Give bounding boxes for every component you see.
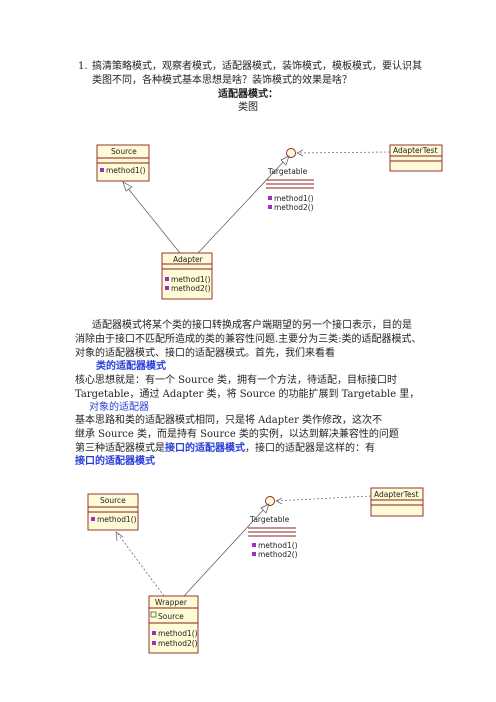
wrapper-class-box: Wrapper Source method1() method2() xyxy=(148,595,199,654)
source-method: method1() xyxy=(106,166,146,175)
question-line-2: 类图不同，各种模式基本思想是啥？装饰模式的效果是啥？ xyxy=(92,75,352,86)
realization-arrowhead-2 xyxy=(260,503,270,514)
adapter-test-name: AdapterTest xyxy=(393,146,438,155)
paragraph1-line3: 对象的适配器模式、接口的适配器模式。首先，我们来看看 xyxy=(75,348,335,359)
targetable-name-2: Targetable xyxy=(249,515,290,524)
adapter-class-name: Adapter xyxy=(173,255,204,264)
realization-line-2 xyxy=(183,506,267,597)
wrapper-attribute: Source xyxy=(158,612,184,621)
wrapper-method-1: method1() xyxy=(158,629,198,638)
association-line xyxy=(117,533,165,597)
source-class-box-2: Source method1() xyxy=(87,493,139,531)
paragraph1-line1: 适配器模式将某个类的接口转换成客户端期望的另一个接口表示，目的是 xyxy=(92,320,412,331)
method-icon xyxy=(152,641,156,645)
question-number: 1. xyxy=(78,61,88,72)
paragraph3-line1: 基本思路和类的适配器模式相同，只是将 Adapter 类作修改，这次不 xyxy=(75,415,383,426)
method-icon xyxy=(100,168,104,172)
paragraph3-line3: 第三种适配器模式是接口的适配器模式，接口的适配器是这样的：有 xyxy=(75,442,375,456)
wrapper-class-name: Wrapper xyxy=(155,598,188,607)
paragraph2-line2: Targetable，通过 Adapter 类，将 Source 的功能扩展到 … xyxy=(75,389,420,400)
dependency-arrowhead-2 xyxy=(275,497,283,505)
method-icon xyxy=(268,196,272,200)
dependency-line xyxy=(296,151,391,154)
adapter-method-1: method1() xyxy=(171,275,211,284)
method-icon xyxy=(252,543,256,547)
realization-line xyxy=(197,158,287,254)
targetable-method-2: method2() xyxy=(274,203,314,212)
dependency-arrowhead xyxy=(296,149,304,157)
interface-adapter-link[interactable]: 接口的适配器模式 xyxy=(165,443,245,454)
realization-arrowhead xyxy=(280,155,290,166)
class-diagram-label: 类图 xyxy=(238,102,258,113)
adapter-class-box: Adapter method1() method2() xyxy=(161,252,213,300)
source-class-name-2: Source xyxy=(100,496,126,505)
method-icon xyxy=(165,286,169,290)
targetable-name: Targetable xyxy=(267,167,308,176)
source-class-name: Source xyxy=(111,147,137,156)
inheritance-arrowhead xyxy=(122,181,133,192)
paragraph3-line3-prefix: 第三种适配器模式是 xyxy=(75,443,165,454)
paragraph2-line1: 核心思想就是：有一个 Source 类，拥有一个方法，待适配，目标接口时 xyxy=(75,375,397,386)
targetable-method-1-2: method1() xyxy=(258,541,298,550)
inheritance-line xyxy=(125,185,181,254)
interface-lollipop-icon xyxy=(286,148,296,158)
targetable-method-1: method1() xyxy=(274,194,314,203)
interface-lollipop-icon xyxy=(265,496,275,506)
wrapper-method-2: method2() xyxy=(158,639,198,648)
paragraph1-line2: 消除由于接口不匹配所造成的类的兼容性问题.主要分为三类:类的适配器模式、 xyxy=(75,334,422,345)
adapter-test-name-2: AdapterTest xyxy=(374,490,419,499)
source-class-box: Source method1() xyxy=(96,144,150,182)
heading-class-adapter: 类的适配器模式 xyxy=(96,361,166,372)
adapter-method-2: method2() xyxy=(171,284,211,293)
heading-object-adapter: 对象的适配器 xyxy=(89,402,149,413)
heading-interface-adapter: 接口的适配器模式 xyxy=(75,456,155,467)
dependency-line-2 xyxy=(275,495,372,502)
paragraph3-line3-suffix: ，接口的适配器是这样的：有 xyxy=(245,443,375,454)
method-icon xyxy=(91,517,95,521)
association-arrowhead xyxy=(115,531,124,542)
paragraph3-line2: 继承 Source 类，而是持有 Source 类的实例，以达到解决兼容性的问题 xyxy=(75,429,399,440)
section-title: 适配器模式： xyxy=(218,89,278,100)
field-icon xyxy=(150,611,157,618)
adapter-test-class-box-2: AdapterTest xyxy=(370,487,424,517)
targetable-interface: Targetable method1() method2() xyxy=(266,148,314,212)
targetable-method-2-2: method2() xyxy=(258,550,298,559)
targetable-interface-2: Targetable method1() method2() xyxy=(248,496,298,559)
adapter-test-class-box: AdapterTest xyxy=(389,144,443,172)
question-line-1: 搞清策略模式，观察者模式，适配器模式，装饰模式，模板模式，要认识其 xyxy=(92,61,422,72)
method-icon xyxy=(268,205,272,209)
method-icon xyxy=(252,552,256,556)
source-method-2: method1() xyxy=(97,515,137,524)
method-icon xyxy=(152,631,156,635)
method-icon xyxy=(165,277,169,281)
